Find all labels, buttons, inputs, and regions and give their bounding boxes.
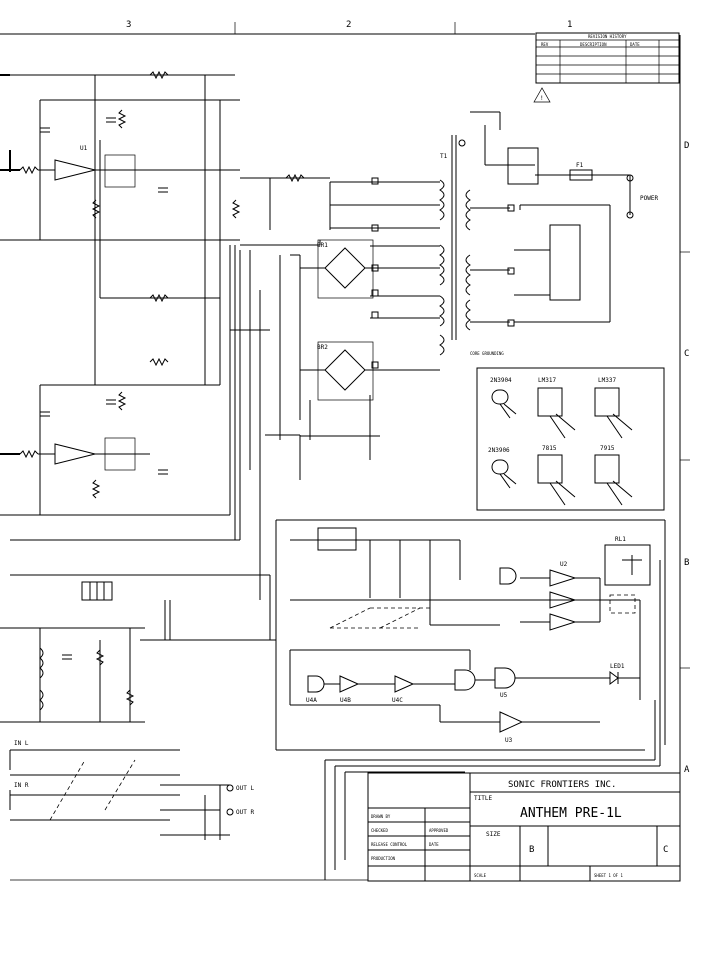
revision-col-desc: DESCRIPTION <box>580 42 607 47</box>
title-block: SONIC FRONTIERS INC. TITLE ANTHEM PRE-1L… <box>367 772 681 882</box>
logic-u4c-label: U4C <box>392 697 403 704</box>
relay-label: RL1 <box>615 536 626 543</box>
output-label-right: OUT R <box>236 809 254 816</box>
revision-block: REVISION HISTORY REV DESCRIPTION DATE ! <box>533 32 680 103</box>
opamp-u1-left-symbol <box>54 159 96 181</box>
opamp-u3-label: U3 <box>505 737 513 744</box>
bridge-br1-label: BR1 <box>317 242 328 249</box>
opamp-u1-right-symbol <box>54 443 96 465</box>
bridge-br1-symbol <box>324 247 366 289</box>
svg-text:!: ! <box>540 95 544 102</box>
power-supply-section: BR1 BR2 <box>240 177 515 600</box>
zone-right-b: B <box>684 558 689 568</box>
production-label: PRODUCTION <box>371 856 396 861</box>
pinout-label-6: 7915 <box>600 445 615 452</box>
fuse-label: F1 <box>576 162 584 169</box>
zone-top-1: 1 <box>567 20 572 30</box>
input-label-left: IN L <box>14 740 29 747</box>
transformer-label: T1 <box>440 153 448 160</box>
date-label: DATE <box>429 842 439 847</box>
zone-right-d: D <box>684 141 689 151</box>
size-label: SIZE <box>486 831 501 838</box>
logic-u5-label: U5 <box>500 692 508 699</box>
led-symbol <box>609 671 619 685</box>
zone-right-c: C <box>684 349 689 359</box>
zone-top-3: 3 <box>126 20 131 30</box>
company-name: SONIC FRONTIERS INC. <box>508 780 616 790</box>
drawing-title: ANTHEM PRE-1L <box>520 806 622 821</box>
pinout-label-5: 7815 <box>542 445 557 452</box>
opamp-u1-label: U1 <box>80 145 88 152</box>
revision-col-date: DATE <box>630 42 640 47</box>
transformer-t1: T1 CORE GROUNDING <box>439 135 510 356</box>
pinout-label-2: LM317 <box>538 377 556 384</box>
led-label: LED1 <box>610 663 625 670</box>
pinout-label-1: 2N3904 <box>490 377 512 384</box>
logic-section: U2 RL1 U4A U4B U4C U5 LE <box>275 519 666 751</box>
transformer-note: CORE GROUNDING <box>470 351 504 356</box>
title-label: TITLE <box>474 795 492 802</box>
pinout-label-4: 2N3906 <box>488 447 510 454</box>
output-label-left: OUT L <box>236 785 254 792</box>
fuse-f1-symbol <box>569 169 593 181</box>
opamp-u2-symbol <box>549 569 577 587</box>
power-input-label: POWER <box>640 195 658 202</box>
opamp-u2-label: U2 <box>560 561 568 568</box>
revision-col-rev: REV <box>541 42 549 47</box>
input-switch-section: IN L IN R OUT L OUT R <box>0 581 254 840</box>
revision-header: REVISION HISTORY <box>588 34 627 39</box>
bridge-br2-symbol <box>324 349 366 391</box>
logic-u4a-label: U4A <box>306 697 317 704</box>
approved-label: APPROVED <box>429 828 449 833</box>
size-value: B <box>529 845 534 855</box>
release-control-label: RELEASE CONTROL <box>371 842 408 847</box>
pinout-label-3: LM337 <box>598 377 616 384</box>
logic-u4b-label: U4B <box>340 697 351 704</box>
pinout-box: 2N3904 LM317 LM337 2N3906 7815 7915 <box>476 367 665 511</box>
rev-value: C <box>663 845 668 855</box>
drawn-by-label: DRAWN BY <box>371 814 391 819</box>
relay-rl1-symbol <box>604 544 651 586</box>
ac-mains-section: F1 POWER <box>470 111 658 323</box>
sheet-label: SHEET 1 OF 1 <box>594 873 623 878</box>
left-audio-section: U1 <box>0 70 305 541</box>
bridge-br2-label: BR2 <box>317 344 328 351</box>
zone-right-a: A <box>684 765 690 775</box>
bus-lines <box>10 245 661 880</box>
zone-top-2: 2 <box>346 20 351 30</box>
input-label-right: IN R <box>14 782 29 789</box>
checked-label: CHECKED <box>371 828 388 833</box>
scale-label: SCALE <box>474 873 487 878</box>
